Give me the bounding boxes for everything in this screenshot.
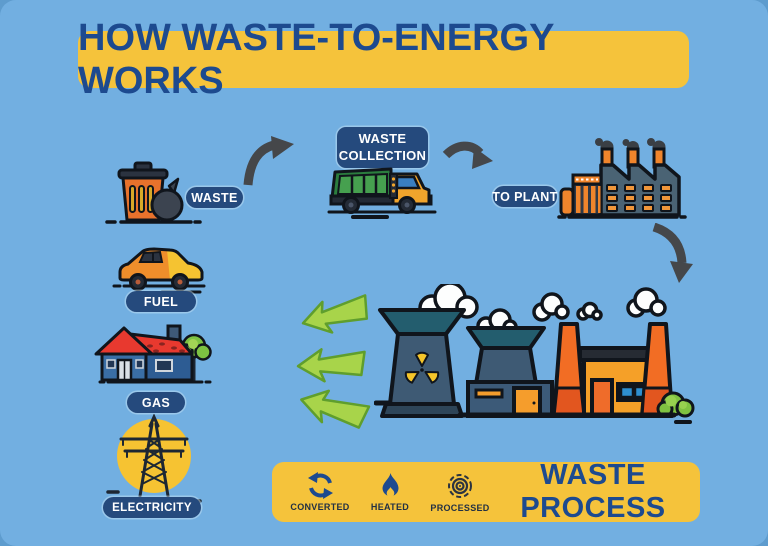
waste-process-title: WASTE PROCESS xyxy=(520,459,666,524)
waste-process-banner: CONVERTED HEATED PROCESSED WASTE PROCESS xyxy=(272,459,700,524)
power-plant-icon xyxy=(374,284,695,424)
car-icon xyxy=(112,247,206,294)
process-step-heated: HEATED xyxy=(358,472,422,512)
radiation-symbol xyxy=(404,351,440,384)
green-arrow-icon xyxy=(296,348,366,383)
curved-arrow-up-right-icon xyxy=(243,136,294,186)
garbage-truck-icon xyxy=(327,167,437,219)
gas-label: GAS xyxy=(141,395,171,410)
waste-label: WASTE xyxy=(191,190,238,205)
waste-label-pill: WASTE xyxy=(186,187,243,208)
recycle-arrows-icon xyxy=(307,472,333,499)
electricity-label: ELECTRICITY xyxy=(112,501,192,514)
house-icon xyxy=(94,324,212,384)
process-step-converted: CONVERTED xyxy=(288,472,352,512)
spiral-icon xyxy=(448,473,472,498)
waste-collection-line1: WASTE xyxy=(358,130,407,146)
fuel-label-pill: FUEL xyxy=(126,291,196,312)
heated-label: HEATED xyxy=(370,502,410,512)
waste-collection-line2: COLLECTION xyxy=(338,147,427,163)
electricity-label-pill: ELECTRICITY xyxy=(103,497,201,518)
fuel-label: FUEL xyxy=(143,294,179,309)
to-plant-label: TO PLANT xyxy=(492,189,558,204)
green-arrow-icon xyxy=(301,294,369,334)
curved-arrow-right-down-icon xyxy=(442,141,493,169)
gas-label-pill: GAS xyxy=(127,392,185,413)
flame-icon xyxy=(382,473,398,497)
factory-icon xyxy=(557,138,687,219)
trash-can-icon xyxy=(105,161,202,224)
process-step-processed: PROCESSED xyxy=(428,472,492,513)
page-title: HOW WASTE-TO-ENERGY WORKS xyxy=(78,16,554,102)
waste-collection-badge: WASTE COLLECTION xyxy=(337,127,428,168)
processed-label: PROCESSED xyxy=(430,502,490,513)
to-plant-label-pill: TO PLANT xyxy=(492,186,558,207)
power-pylon-icon xyxy=(106,414,202,503)
converted-label: CONVERTED xyxy=(290,502,350,512)
green-arrow-icon xyxy=(300,389,371,429)
curved-arrow-down-icon xyxy=(652,223,693,283)
title-banner: HOW WASTE-TO-ENERGY WORKS xyxy=(78,17,689,102)
